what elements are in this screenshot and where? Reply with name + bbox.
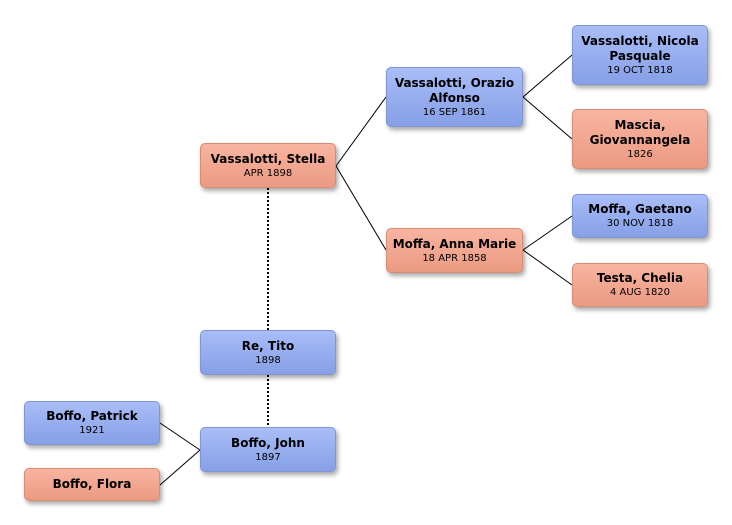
connector-orazio-giovannangela <box>522 96 573 140</box>
person-date: 1921 <box>79 425 105 436</box>
person-card-stella[interactable]: Vassalotti, Stella APR 1898 <box>200 143 336 188</box>
person-card-flora[interactable]: Boffo, Flora <box>24 468 160 501</box>
person-date: 30 NOV 1818 <box>606 218 674 229</box>
person-date: 16 SEP 1861 <box>422 106 487 118</box>
connector-stella-orazio <box>335 96 387 167</box>
person-card-chelia[interactable]: Testa, Chelia 4 AUG 1820 <box>572 263 708 307</box>
connector-stella-anna <box>335 165 387 251</box>
connector-john-flora <box>159 449 201 486</box>
connector-anna-chelia <box>522 249 573 286</box>
person-card-gaetano[interactable]: Moffa, Gaetano 30 NOV 1818 <box>572 194 708 238</box>
connector-anna-gaetano <box>522 215 573 251</box>
person-name: Boffo, Flora <box>52 477 132 491</box>
person-card-giovannangela[interactable]: Mascia, Giovannangela 1826 <box>572 109 708 169</box>
person-date: 1826 <box>627 148 653 160</box>
person-name: Moffa, Gaetano <box>588 202 692 216</box>
person-card-tito[interactable]: Re, Tito 1898 <box>200 330 336 375</box>
person-name: Boffo, John <box>231 435 305 450</box>
person-card-nicola[interactable]: Vassalotti, Nicola Pasquale 19 OCT 1818 <box>572 25 708 85</box>
person-name: Mascia, Giovannangela <box>589 117 691 147</box>
person-name: Vassalotti, Orazio Alfonso <box>394 75 515 105</box>
person-date: 1897 <box>255 451 281 463</box>
person-name: Testa, Chelia <box>596 271 684 285</box>
person-card-orazio[interactable]: Vassalotti, Orazio Alfonso 16 SEP 1861 <box>386 67 523 127</box>
person-card-patrick[interactable]: Boffo, Patrick 1921 <box>24 401 160 445</box>
person-date: 19 OCT 1818 <box>607 64 673 76</box>
connector-john-patrick <box>159 422 201 451</box>
person-card-john[interactable]: Boffo, John 1897 <box>200 427 336 472</box>
person-card-anna[interactable]: Moffa, Anna Marie 18 APR 1858 <box>386 228 523 273</box>
person-name: Moffa, Anna Marie <box>392 236 517 251</box>
person-date: 4 AUG 1820 <box>609 287 671 298</box>
person-name: Vassalotti, Nicola Pasquale <box>581 33 699 63</box>
person-name: Boffo, Patrick <box>46 409 138 423</box>
person-date: APR 1898 <box>243 167 293 179</box>
person-date: 18 APR 1858 <box>422 252 487 264</box>
person-name: Vassalotti, Stella <box>210 151 326 166</box>
connector-orazio-nicola <box>522 54 573 98</box>
person-name: Re, Tito <box>241 338 295 353</box>
person-date: 1898 <box>255 354 281 366</box>
